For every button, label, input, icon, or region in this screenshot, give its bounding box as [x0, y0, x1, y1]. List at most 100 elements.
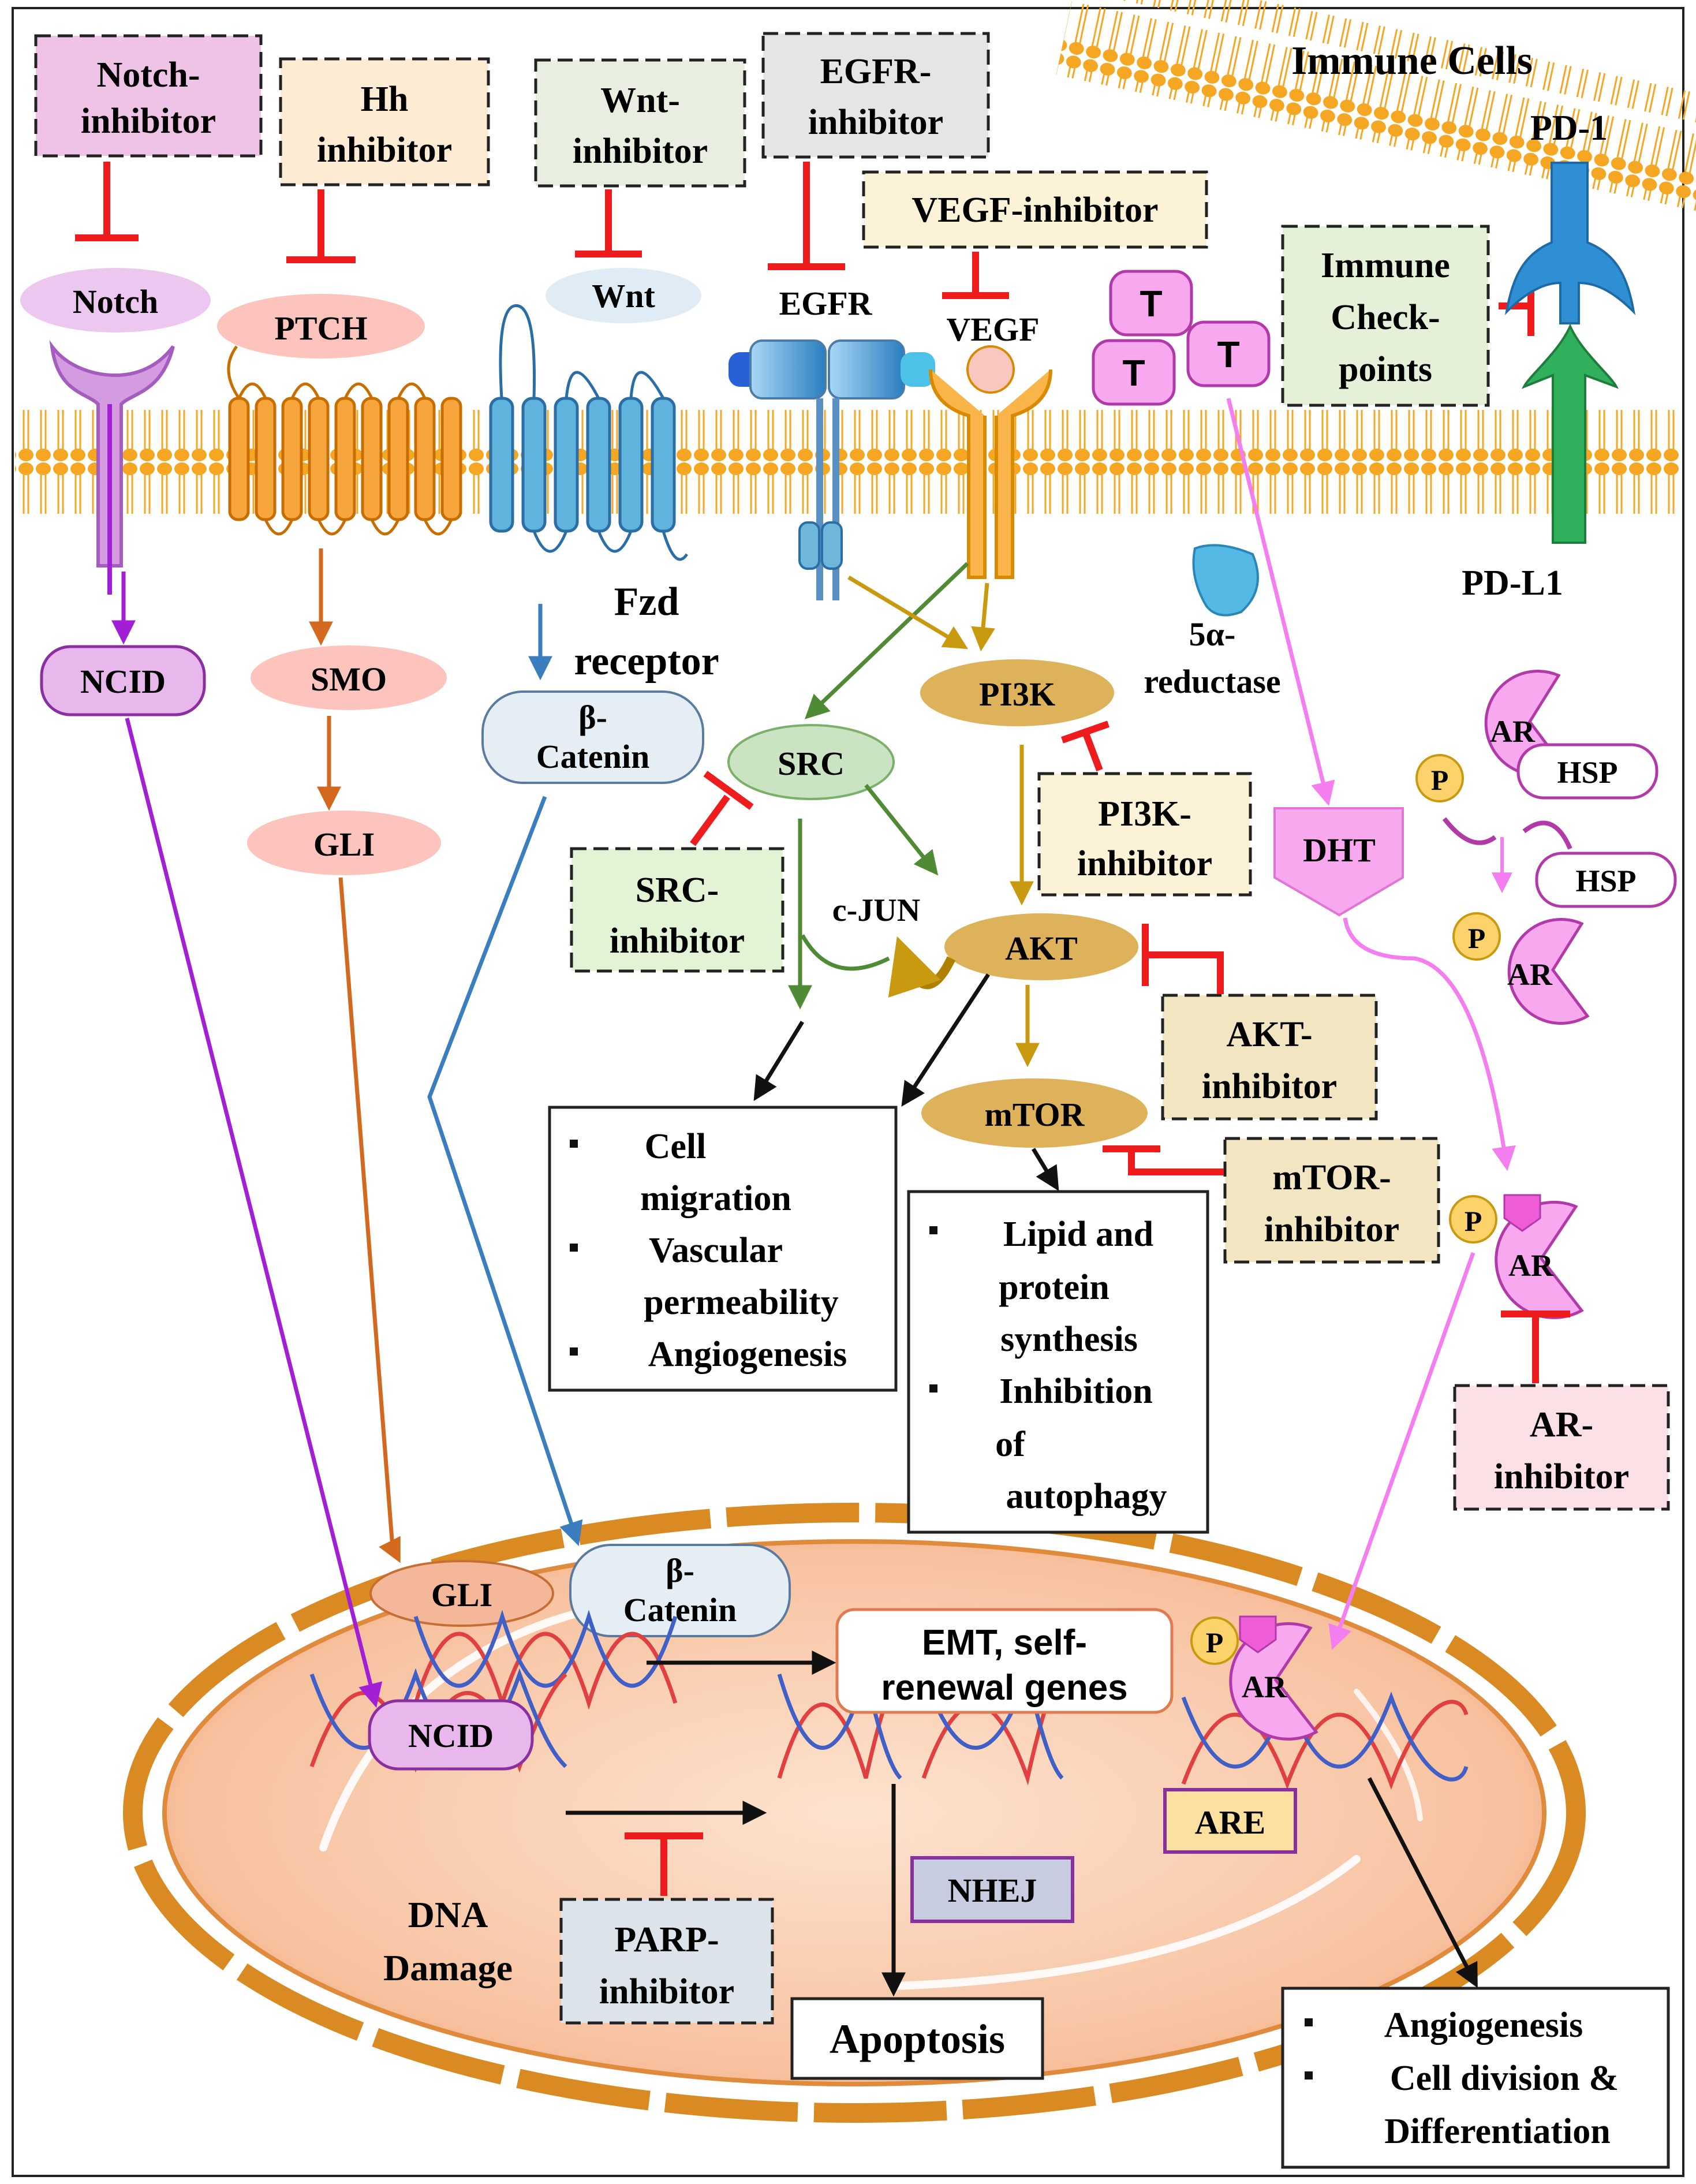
svg-text:SRC: SRC [778, 745, 845, 782]
immune-checkpoints-line-2: Check- [1331, 298, 1440, 337]
pdl1-label: PD-L1 [1462, 563, 1563, 603]
pi3k-node: PI3K [920, 659, 1114, 726]
vegf-inhibitor-line-1: VEGF-inhibitor [911, 191, 1158, 230]
parp-inhibitor-box: PARP- inhibitor [559, 1898, 774, 2025]
inhibition-bars-top [75, 162, 1534, 336]
egfr-inhibitor-line-1: EGFR- [820, 52, 932, 91]
ar-phosphorylated: AR P [1452, 912, 1590, 1025]
t-cell-1: T [1109, 270, 1193, 337]
svg-text:mTOR: mTOR [985, 1096, 1085, 1133]
svg-text:autophagy: autophagy [1006, 1477, 1167, 1516]
ar-nucleus-complex: AR P [1190, 1615, 1318, 1741]
svg-text:SRC-: SRC- [636, 871, 719, 910]
svg-text:ARE: ARE [1195, 1804, 1265, 1841]
mtor-node: mTOR [921, 1078, 1148, 1148]
svg-text:Cell: Cell [645, 1127, 707, 1166]
svg-text:inhibitor: inhibitor [1077, 844, 1212, 883]
svg-text:P: P [1468, 922, 1486, 954]
src-inhibitor-box: SRC- inhibitor [570, 847, 785, 973]
pd1-receptor-icon [1505, 162, 1635, 324]
dna-helix-5 [1181, 1692, 1469, 1790]
svg-text:NHEJ: NHEJ [948, 1872, 1037, 1909]
hh-inhibitor-line-2: inhibitor [317, 130, 452, 170]
mtor-outcome-box: Lipid and protein synthesis Inhibition o… [907, 1190, 1209, 1534]
svg-text:synthesis: synthesis [1000, 1320, 1138, 1359]
hh-inhibitor-box: Hh inhibitor [279, 57, 490, 186]
svg-text:renewal genes: renewal genes [881, 1668, 1127, 1708]
svg-text:HSP: HSP [1575, 864, 1636, 898]
vegf-receptor-icon [929, 345, 1052, 579]
immune-cells-label: Immune Cells [1291, 39, 1533, 83]
egfr-inhibitor-line-2: inhibitor [808, 103, 943, 142]
reductase-label-1: 5α- [1189, 615, 1236, 653]
svg-text:Angiogenesis: Angiogenesis [1384, 2006, 1583, 2045]
svg-text:DHT: DHT [1303, 831, 1376, 869]
src-node: SRC [727, 724, 895, 800]
svg-text:Lipid and: Lipid and [1003, 1215, 1153, 1254]
dna-damage-label-2: Damage [383, 1947, 513, 1988]
svg-text:NCID: NCID [408, 1717, 494, 1754]
beta-catenin-nucleus-node: β- Catenin [569, 1544, 791, 1637]
svg-text:inhibitor: inhibitor [1202, 1067, 1337, 1106]
apoptosis-box: Apoptosis [790, 1997, 1044, 2080]
svg-text:Angiogenesis: Angiogenesis [648, 1335, 847, 1374]
svg-text:T: T [1140, 283, 1162, 324]
svg-text:protein: protein [999, 1268, 1110, 1307]
wnt-inhibitor-box: Wnt- inhibitor [534, 58, 746, 188]
svg-text:migration: migration [640, 1179, 791, 1218]
notch-label: Notch [73, 283, 158, 320]
ar-outcome-box: Angiogenesis Cell division & Differentia… [1281, 1987, 1670, 2169]
svg-text:Apoptosis: Apoptosis [830, 2016, 1005, 2062]
svg-text:EMT, self-: EMT, self- [922, 1623, 1087, 1663]
dht-node: DHT [1273, 807, 1404, 917]
svg-text:PI3K-: PI3K- [1098, 794, 1191, 834]
svg-text:AR: AR [1507, 957, 1553, 992]
vegf-label: VEGF [946, 311, 1039, 348]
reductase-icon [1192, 544, 1259, 617]
svg-text:SMO: SMO [311, 660, 387, 698]
wnt-ellipse [546, 268, 701, 323]
notch-ligand [20, 268, 211, 333]
dna-helix-1 [413, 1610, 678, 1710]
svg-text:inhibitor: inhibitor [610, 921, 745, 961]
fzd-receptor-label-1: Fzd [614, 580, 679, 624]
ar-hsp-complex: AR HSP P [1415, 670, 1658, 802]
vegf-inhibitor-box: VEGF-inhibitor [862, 170, 1208, 249]
ptch-label: PTCH [274, 309, 367, 347]
svg-text:permeability: permeability [644, 1283, 839, 1322]
svg-text:P: P [1465, 1205, 1482, 1237]
akt-inhibitor-box: AKT- inhibitor [1161, 994, 1378, 1121]
svg-text:inhibitor: inhibitor [599, 1972, 734, 2011]
svg-text:PI3K: PI3K [979, 675, 1055, 713]
arrows [111, 398, 1516, 1997]
ncid-node: NCID [40, 645, 206, 716]
reductase-label-2: reductase [1144, 663, 1280, 700]
inhibition-bars-middle [690, 720, 1570, 1383]
fzd-receptor-label-2: receptor [574, 639, 719, 684]
mtor-inhibitor-box: mTOR- inhibitor [1223, 1137, 1440, 1264]
fzd-receptor-icon [489, 304, 689, 561]
svg-text:GLI: GLI [431, 1576, 492, 1614]
svg-text:P: P [1431, 764, 1449, 796]
ptch-ellipse [217, 294, 425, 359]
svg-text:inhibitor: inhibitor [1264, 1210, 1399, 1249]
svg-text:GLI: GLI [313, 826, 375, 863]
svg-text:AR: AR [1242, 1670, 1287, 1704]
egfr-inhibitor-box: EGFR- inhibitor [761, 32, 990, 159]
svg-text:Catenin: Catenin [623, 1591, 737, 1629]
ncid-nucleus-node: NCID [368, 1699, 534, 1771]
gli-node: GLI [247, 811, 441, 875]
notch-inhibitor-line-2: inhibitor [81, 102, 216, 141]
notch-inhibitor-line-1: Notch- [96, 55, 200, 95]
egfr-label: EGFR [779, 285, 872, 322]
svg-text:HSP: HSP [1557, 755, 1617, 790]
t-cell-3: T [1186, 320, 1271, 387]
svg-text:mTOR-: mTOR- [1272, 1158, 1391, 1197]
src-outcome-box: Cell migration Vascular permeability Ang… [548, 1106, 898, 1392]
svg-text:P: P [1206, 1626, 1224, 1659]
svg-text:AR: AR [1508, 1248, 1554, 1283]
notch-receptor-icon [49, 340, 175, 595]
egfr-receptor-icon [729, 339, 935, 600]
ptch-receptor-icon [227, 345, 462, 536]
